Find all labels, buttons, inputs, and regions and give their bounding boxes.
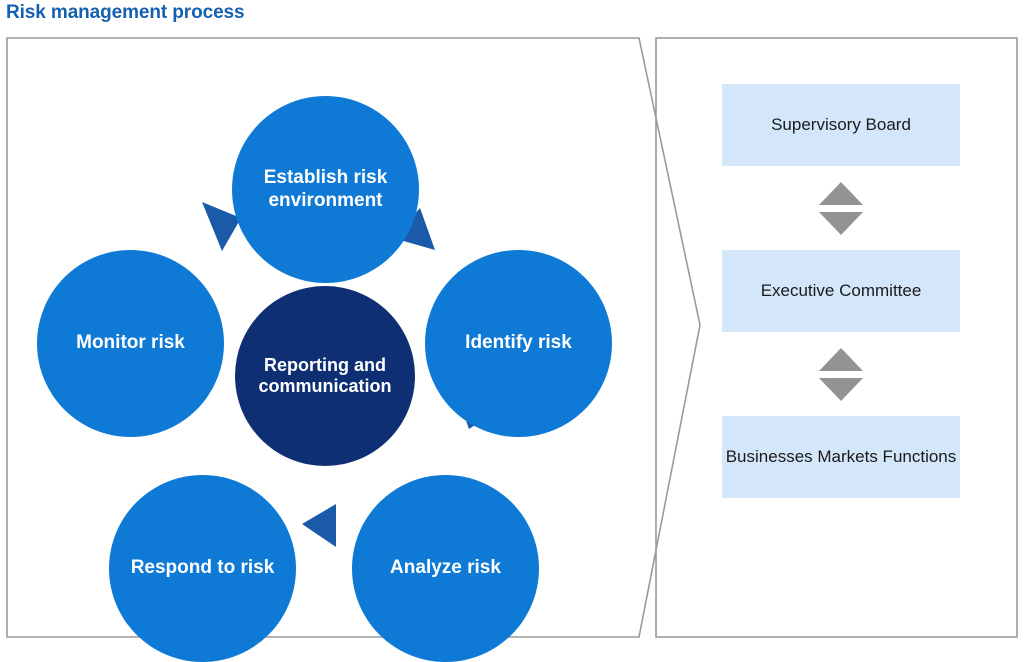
governance-panel-outline: [655, 37, 1018, 638]
governance-box-label: Businesses Markets Functions: [725, 446, 957, 466]
process-node-monitor-risk[interactable]: Monitor risk: [37, 250, 224, 437]
governance-box-supervisory-board[interactable]: Supervisory Board: [722, 84, 960, 166]
process-node-label: Reporting and communication: [258, 354, 392, 396]
process-node-respond-to-risk[interactable]: Respond to risk: [109, 475, 296, 662]
risk-process-diagram: Establish risk environment Identify risk…: [7, 38, 640, 662]
arrow-monitor-to-establish: [202, 202, 241, 251]
process-node-label: Establish risk environment: [263, 167, 388, 211]
triangle-down-icon: [819, 211, 863, 235]
connector-committee-to-businesses: [722, 332, 960, 416]
governance-box-label: Executive Committee: [760, 280, 922, 300]
process-node-label: Monitor risk: [76, 332, 185, 354]
arrow-analyze-to-respond: [302, 504, 336, 547]
triangle-up-icon: [819, 347, 863, 371]
page-title: Risk management process: [6, 2, 245, 23]
process-node-analyze-risk[interactable]: Analyze risk: [352, 475, 539, 662]
governance-hierarchy: Supervisory Board Executive Committee Bu…: [722, 84, 960, 498]
process-node-establish-risk-environment[interactable]: Establish risk environment: [232, 96, 419, 283]
governance-box-executive-committee[interactable]: Executive Committee: [722, 250, 960, 332]
connector-board-to-committee: [722, 166, 960, 250]
process-node-reporting-and-communication[interactable]: Reporting and communication: [235, 286, 415, 466]
governance-box-businesses-markets-functions[interactable]: Businesses Markets Functions: [722, 416, 960, 498]
risk-process-panel-outline: [6, 37, 1018, 638]
governance-box-label: Supervisory Board: [771, 114, 911, 134]
process-node-label: Analyze risk: [390, 557, 501, 579]
process-node-label: Identify risk: [465, 332, 572, 354]
process-node-identify-risk[interactable]: Identify risk: [425, 250, 612, 437]
triangle-down-icon: [819, 377, 863, 401]
process-node-label: Respond to risk: [130, 557, 275, 579]
triangle-up-icon: [819, 181, 863, 205]
